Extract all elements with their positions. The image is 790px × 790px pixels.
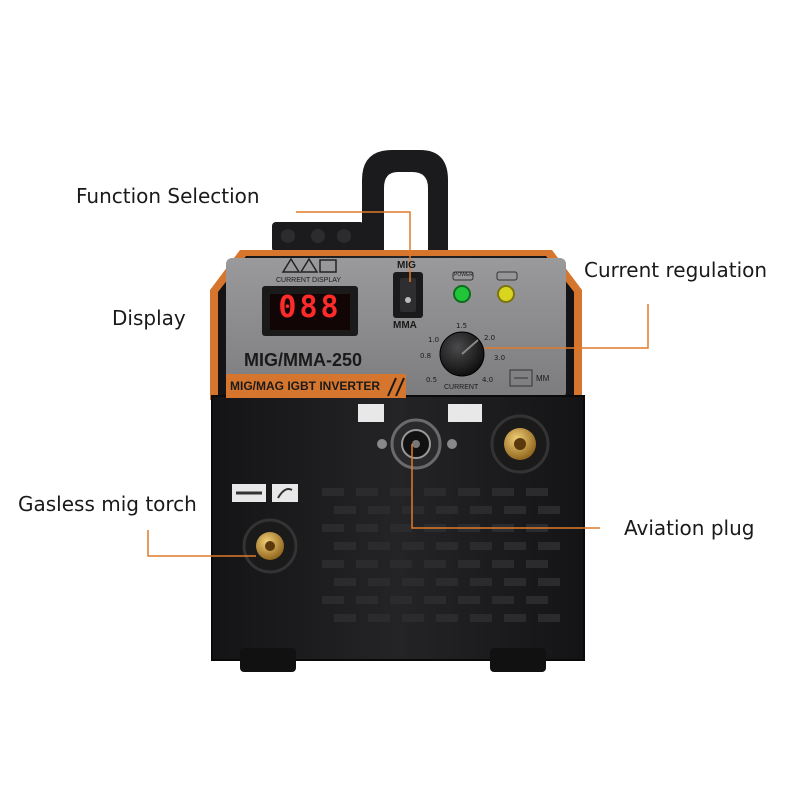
vent-slot: [458, 560, 480, 568]
display-reading: 088: [278, 290, 342, 325]
callout-display: Display: [112, 306, 186, 330]
vent-slot: [526, 596, 548, 604]
carry-handle: [362, 150, 448, 250]
knob-scale-5: 3.0: [494, 354, 506, 362]
knob-scale-0: 0.5: [426, 376, 438, 384]
vent-slot: [436, 506, 458, 514]
wire-unit-label: MM: [536, 374, 550, 383]
vent-slot: [436, 614, 458, 622]
vent-slot: [390, 524, 412, 532]
torch-socket-icon: [358, 404, 384, 422]
callout-lines: [147, 211, 649, 557]
wire-size-icon: [509, 369, 533, 387]
vent-slot: [424, 596, 446, 604]
callout-gasless-mig-torch: Gasless mig torch: [18, 492, 197, 516]
vent-slot: [504, 578, 526, 586]
vent-slot: [424, 560, 446, 568]
vent-slot: [356, 560, 378, 568]
display-screen: [270, 294, 350, 330]
vent-slot: [368, 506, 390, 514]
vent-slot: [402, 506, 424, 514]
vent-slot: [368, 542, 390, 550]
vent-slot: [492, 488, 514, 496]
front-foot-right: [490, 648, 546, 672]
vent-slot: [470, 614, 492, 622]
callout-current-regulation: Current regulation: [584, 258, 768, 282]
vent-slot: [368, 578, 390, 586]
vent-slot: [538, 542, 560, 550]
vent-slot: [436, 578, 458, 586]
vent-slot: [402, 578, 424, 586]
vent-slot: [322, 560, 344, 568]
power-led: [453, 285, 471, 303]
knob-scale-3: 1.5: [456, 322, 468, 330]
callout-line-current: [484, 304, 649, 349]
vent-slot: [390, 560, 412, 568]
vent-slot: [390, 596, 412, 604]
vent-slot: [356, 488, 378, 496]
vent-slot: [402, 614, 424, 622]
warning-led: [497, 285, 515, 303]
vent-slot: [470, 578, 492, 586]
vent-slot: [436, 542, 458, 550]
model-stripe: [226, 374, 406, 398]
electrode-holder-icon: [272, 484, 298, 502]
front-foot-left: [240, 648, 296, 672]
vent-slot: [390, 488, 412, 496]
power-label: POWER: [454, 272, 473, 278]
vent-slot: [538, 578, 560, 586]
knob-scale-2: 1.0: [428, 336, 440, 344]
vent-slot: [504, 506, 526, 514]
vent-slot: [504, 542, 526, 550]
current-display-label: CURRENT DISPLAY: [276, 277, 342, 284]
vent-slot: [356, 596, 378, 604]
vent-slot: [322, 488, 344, 496]
vent-slot: [322, 524, 344, 532]
vent-slot: [356, 524, 378, 532]
knob-scale-6: 4.0: [482, 376, 494, 384]
callout-aviation-plug: Aviation plug: [624, 516, 755, 540]
vent-slot: [526, 560, 548, 568]
electrode-socket-icon: [448, 404, 482, 422]
vent-slot: [492, 596, 514, 604]
callout-line-gasless: [147, 530, 256, 557]
model-subtitle: MIG/MAG IGBT INVERTER: [230, 379, 380, 393]
warning-triangle-icon: [281, 257, 337, 273]
vent-slot: [458, 488, 480, 496]
knob-label: CURRENT: [444, 384, 479, 391]
vent-slot: [504, 614, 526, 622]
vent-slot: [334, 614, 356, 622]
vent-slot: [368, 614, 390, 622]
knob-scale-1: 0.8: [420, 352, 432, 360]
vent-slot: [538, 506, 560, 514]
callout-line-function: [296, 211, 411, 282]
knob-scale-4: 2.0: [484, 334, 496, 342]
vent-slot: [334, 542, 356, 550]
mig-torch-icon: [232, 484, 266, 502]
switch-bottom-label: MMA: [393, 320, 417, 331]
function-switch: [400, 278, 416, 312]
vent-slot: [402, 542, 424, 550]
screw: [377, 439, 387, 449]
vent-slot: [424, 488, 446, 496]
vent-slot: [538, 614, 560, 622]
callout-line-aviation: [411, 444, 600, 529]
vent-slot: [322, 596, 344, 604]
vent-slot: [492, 560, 514, 568]
vent-slot: [334, 578, 356, 586]
screw: [447, 439, 457, 449]
model-name: MIG/MMA-250: [244, 350, 363, 370]
vent-slot: [458, 596, 480, 604]
vent-slot: [470, 506, 492, 514]
vent-slot: [334, 506, 356, 514]
switch-top-label: MIG: [397, 260, 416, 271]
vent-slot: [526, 488, 548, 496]
vent-slot: [470, 542, 492, 550]
callout-function-selection: Function Selection: [76, 184, 260, 208]
